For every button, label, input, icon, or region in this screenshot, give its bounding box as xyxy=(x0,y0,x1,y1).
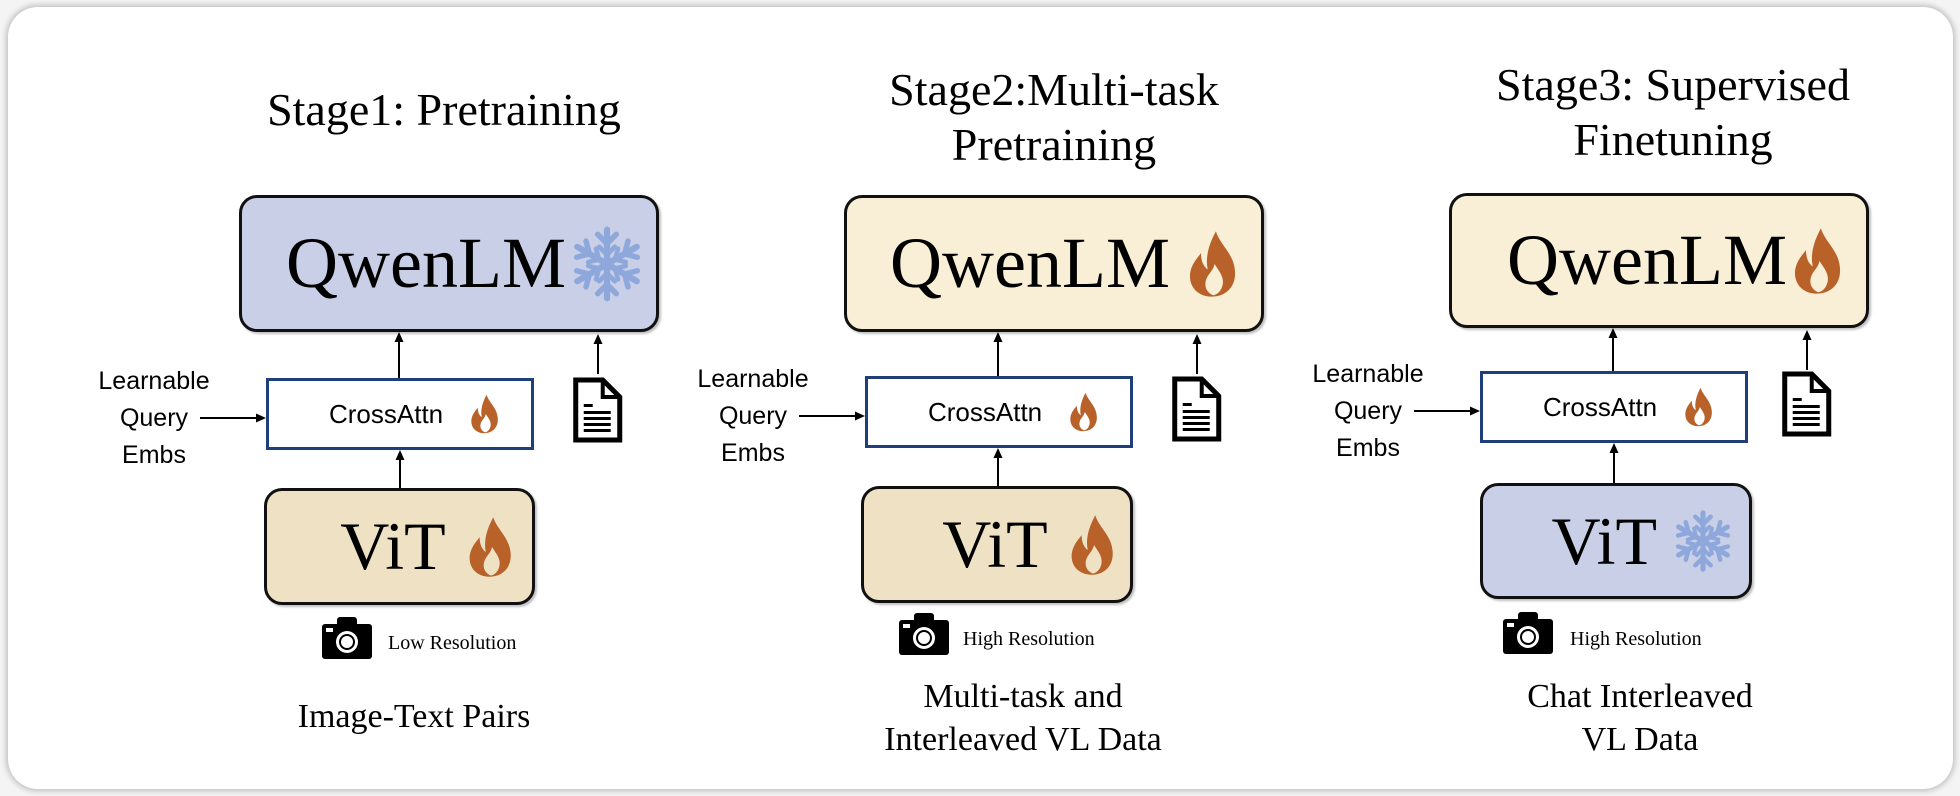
crossattn-label: CrossAttn xyxy=(928,396,1043,427)
crossattn-label: CrossAttn xyxy=(1543,391,1658,422)
arrow-text-to-qwenlm xyxy=(1802,330,1812,370)
qwenlm-label: QwenLM xyxy=(890,223,1170,303)
learnable-query-label: Learnable Query Embs xyxy=(1312,356,1423,467)
qwenlm-label: QwenLM xyxy=(286,223,566,303)
query-line: Learnable xyxy=(98,367,210,395)
data-line: Multi-task and xyxy=(923,678,1123,715)
arrow-text-to-qwenlm xyxy=(593,334,603,374)
stage-title-line: Pretraining xyxy=(951,119,1157,170)
arrow-vit-to-crossattn xyxy=(1609,443,1619,483)
stage-title-line: Finetuning xyxy=(1573,114,1773,165)
flame-icon xyxy=(1186,230,1239,298)
arrow-vit-to-crossattn xyxy=(395,450,405,488)
arrow-crossattn-to-qwenlm xyxy=(394,332,404,378)
query-line: Embs xyxy=(1336,434,1400,462)
snowflake-icon xyxy=(568,225,646,303)
camera-icon xyxy=(899,613,949,655)
vit-label: ViT xyxy=(942,506,1048,582)
query-line: Learnable xyxy=(1312,360,1424,388)
crossattn-box: CrossAttn xyxy=(266,378,534,450)
crossattn-box: CrossAttn xyxy=(1480,371,1748,443)
stage-title: Stage3: Supervised Finetuning xyxy=(1496,57,1850,167)
vit-label: ViT xyxy=(1551,502,1657,579)
vit-box: ViT xyxy=(264,488,535,605)
stage-title-line: Stage3: Supervised xyxy=(1496,59,1850,110)
flame-icon xyxy=(466,516,514,578)
arrow-query-to-crossattn xyxy=(1414,406,1480,416)
stage-title-line: Stage2:Multi-task xyxy=(889,64,1219,115)
flame-icon xyxy=(1791,227,1844,295)
data-line: Image-Text Pairs xyxy=(297,698,531,735)
stage-title: Stage1: Pretraining xyxy=(267,82,621,137)
arrow-crossattn-to-qwenlm xyxy=(993,332,1003,376)
crossattn-label: CrossAttn xyxy=(329,398,444,429)
vit-box: ViT xyxy=(861,486,1133,603)
qwenlm-box: QwenLM xyxy=(1449,193,1869,328)
qwenlm-box: QwenLM xyxy=(239,195,659,332)
resolution-label: High Resolution xyxy=(1570,628,1702,650)
query-line: Query xyxy=(718,402,788,430)
arrow-query-to-crossattn xyxy=(200,413,266,423)
flame-icon xyxy=(1068,392,1099,432)
arrow-crossattn-to-qwenlm xyxy=(1608,328,1618,371)
camera-icon xyxy=(1503,612,1553,654)
query-line: Learnable xyxy=(697,365,809,393)
document-icon xyxy=(572,377,623,443)
flame-icon xyxy=(1683,387,1714,427)
crossattn-box: CrossAttn xyxy=(865,376,1133,448)
query-line: Embs xyxy=(721,439,785,467)
document-icon xyxy=(1171,376,1222,442)
vit-box: ViT xyxy=(1480,483,1752,599)
flame-icon xyxy=(469,394,500,434)
training-data-label: Multi-task and Interleaved VL Data xyxy=(884,675,1162,761)
query-line: Query xyxy=(119,404,189,432)
training-data-label: Image-Text Pairs xyxy=(298,695,531,738)
arrow-text-to-qwenlm xyxy=(1192,334,1202,374)
query-line: Embs xyxy=(122,441,186,469)
flame-icon xyxy=(1068,514,1116,576)
qwenlm-label: QwenLM xyxy=(1507,220,1787,300)
data-line: Chat Interleaved xyxy=(1527,678,1753,715)
document-icon xyxy=(1781,371,1832,437)
camera-icon xyxy=(322,617,372,659)
qwenlm-box: QwenLM xyxy=(844,195,1264,332)
arrow-vit-to-crossattn xyxy=(993,448,1003,486)
resolution-label: High Resolution xyxy=(963,628,1095,650)
stage-title: Stage2:Multi-task Pretraining xyxy=(889,62,1219,172)
data-line: Interleaved VL Data xyxy=(884,721,1162,758)
learnable-query-label: Learnable Query Embs xyxy=(98,363,209,474)
query-line: Query xyxy=(1333,397,1403,425)
data-line: VL Data xyxy=(1581,721,1699,758)
arrow-query-to-crossattn xyxy=(799,411,865,421)
snowflake-icon xyxy=(1671,509,1735,573)
resolution-label: Low Resolution xyxy=(388,632,517,654)
vit-label: ViT xyxy=(340,508,446,584)
stage-title-line: Stage1: Pretraining xyxy=(267,84,621,135)
learnable-query-label: Learnable Query Embs xyxy=(697,361,808,472)
training-data-label: Chat Interleaved VL Data xyxy=(1527,675,1753,761)
